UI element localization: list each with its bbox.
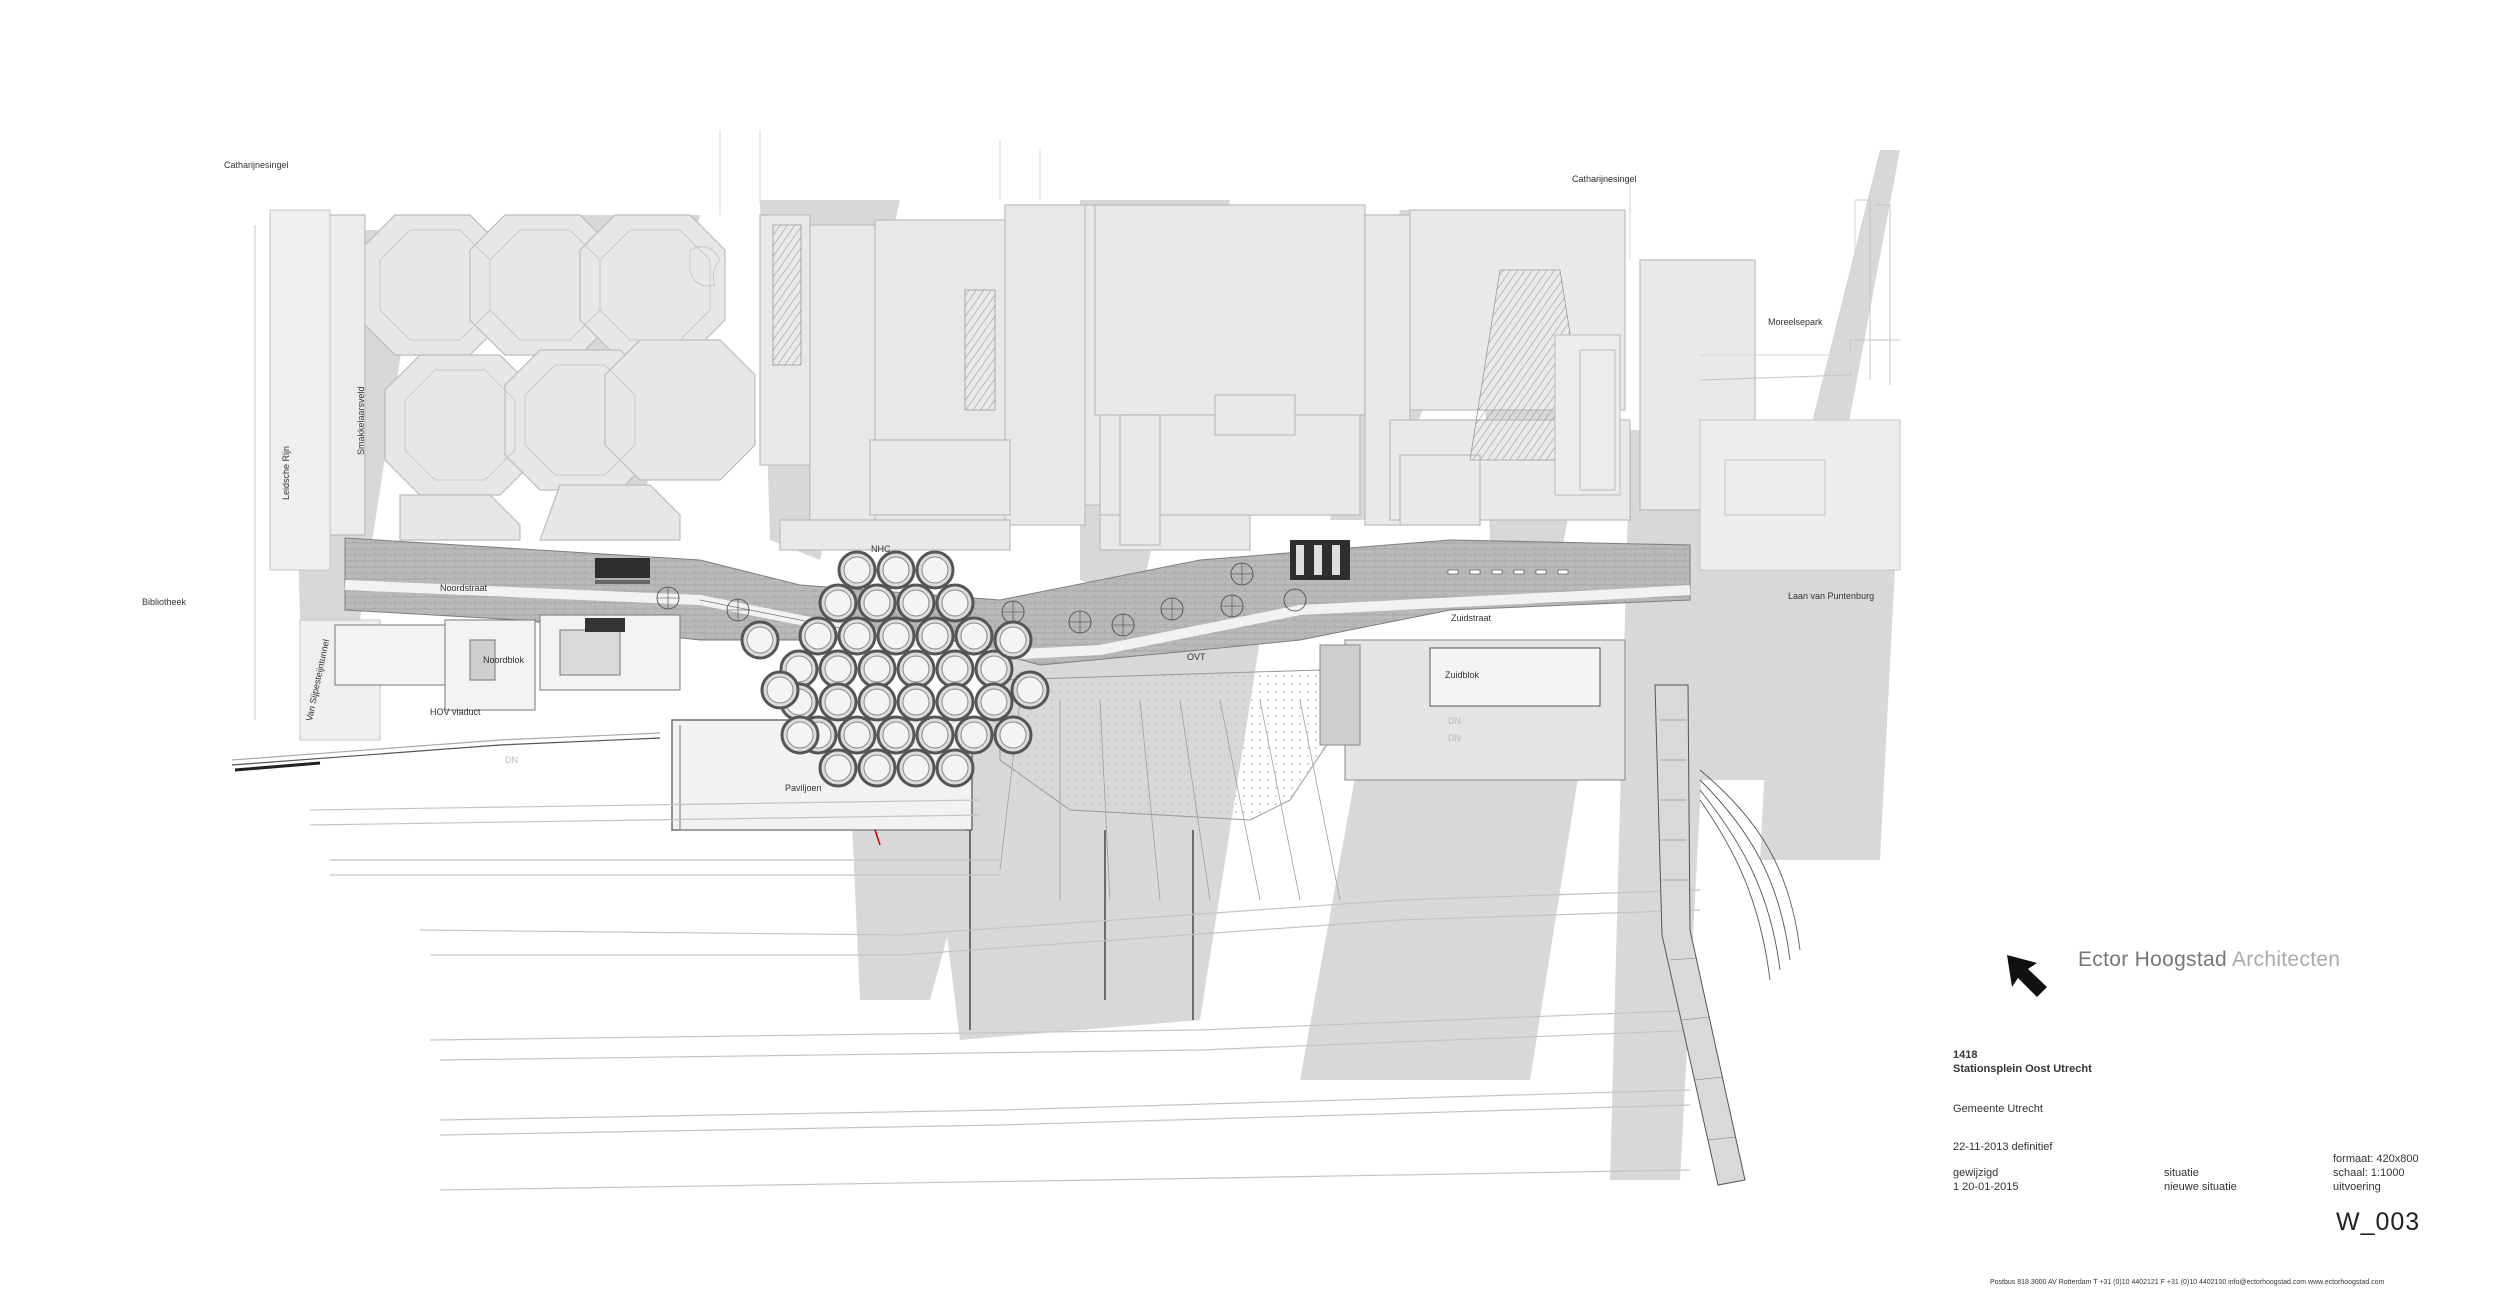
canopy-ring-inner	[824, 688, 852, 716]
building-block-right	[1094, 204, 1756, 546]
client-name: Gemeente Utrecht	[1953, 1103, 2043, 1115]
revision-entry: 1 20-01-2015	[1953, 1181, 2019, 1193]
label-catharijnesingel-left: Catharijnesingel	[224, 160, 289, 170]
canopy-ring-inner	[941, 754, 969, 782]
noordblok-building	[334, 614, 681, 711]
canopy-ring-inner	[921, 622, 949, 650]
canopy-ring-inner	[882, 622, 910, 650]
label-smakkelaarsveld: Smakkelaarsveld	[356, 386, 366, 455]
scale-info: schaal: 1:1000	[2333, 1167, 2405, 1179]
canopy-ring-inner	[824, 655, 852, 683]
label-moreelsepark: Moreelsepark	[1768, 317, 1823, 327]
sheet-number: W_003	[2336, 1208, 2421, 1236]
label-hov-viaduct: HOV viaduct	[430, 707, 481, 717]
canopy-ring-inner	[786, 721, 814, 749]
building-block-far-right	[1699, 199, 1901, 571]
canopy-ring-inner	[863, 754, 891, 782]
canopy-ring-inner	[824, 754, 852, 782]
label-zuidstraat: Zuidstraat	[1451, 613, 1492, 623]
label-dn-3: DN	[1448, 733, 1461, 743]
canopy-ring-inner	[863, 688, 891, 716]
label-paviljoen: Paviljoen	[785, 783, 822, 793]
context-lines	[719, 130, 1856, 390]
label-noordblok: Noordblok	[483, 655, 525, 665]
office-address: Postbus 818 3000 AV Rotterdam T +31 (0)1…	[1990, 1279, 2385, 1286]
label-nhc: NHC	[871, 544, 891, 554]
label-ovt: OVT	[1187, 652, 1206, 662]
canopy-ring-inner	[766, 676, 794, 704]
canopy-ring-inner	[804, 622, 832, 650]
canopy-ring-inner	[746, 626, 774, 654]
building-block-hoog-catharijne	[324, 214, 756, 541]
project-number: 1418	[1953, 1049, 1978, 1061]
canopy-ring-inner	[843, 622, 871, 650]
label-bibliotheek: Bibliotheek	[142, 597, 187, 607]
canopy-ring-inner	[1016, 676, 1044, 704]
north-arrow-icon	[1995, 945, 2055, 1005]
canopy-ring-inner	[902, 655, 930, 683]
canopy-ring-inner	[960, 622, 988, 650]
revision-label: gewijzigd	[1953, 1167, 1999, 1179]
canopy-blocks	[585, 540, 1350, 632]
tram-bridge	[1654, 684, 1746, 1186]
canopy-ring-inner	[960, 721, 988, 749]
canopy-ring-inner	[980, 655, 1008, 683]
project-name: Stationsplein Oost Utrecht	[1953, 1063, 2092, 1075]
canopy-ring-inner	[863, 589, 891, 617]
drawing-description: nieuwe situatie	[2164, 1181, 2237, 1193]
phase-info: uitvoering	[2333, 1181, 2381, 1193]
canopy-ring-inner	[902, 754, 930, 782]
rail-platforms	[309, 799, 1701, 1191]
track-curve	[1699, 769, 1801, 981]
canopy-ring-inner	[863, 655, 891, 683]
canopy-ring-inner	[921, 721, 949, 749]
canopy-ring-inner	[941, 589, 969, 617]
date-status: 22-11-2013 definitief	[1953, 1141, 2053, 1153]
brand-name: Ector Hoogstad Architecten	[2078, 948, 2341, 971]
zuidblok-building	[1319, 639, 1626, 781]
canopy-ring-inner	[941, 655, 969, 683]
format-info: formaat: 420x800	[2333, 1153, 2419, 1165]
canopy-ring-inner	[980, 688, 1008, 716]
canopy-ring-inner	[902, 589, 930, 617]
canopy-ring-inner	[941, 688, 969, 716]
canopy-ring-inner	[882, 721, 910, 749]
bench-row	[1447, 569, 1569, 575]
label-laan-van-puntenburg: Laan van Puntenburg	[1788, 591, 1875, 601]
label-zuidblok: Zuidblok	[1445, 670, 1480, 680]
hov-viaduct	[231, 732, 661, 772]
canopy-ring-inner	[824, 589, 852, 617]
canopy-ring-inner	[921, 556, 949, 584]
drawing-type: situatie	[2164, 1167, 2199, 1179]
label-dn-1: DN	[505, 755, 518, 765]
canopy-ring-inner	[902, 688, 930, 716]
label-dn-2: DN	[1448, 716, 1461, 726]
circle-canopy-cluster	[740, 550, 1050, 788]
canopy-ring-inner	[843, 721, 871, 749]
label-leidsche-rijn: Leidsche Rijn	[281, 445, 291, 500]
canopy-ring-inner	[882, 556, 910, 584]
canopy-ring-inner	[999, 626, 1027, 654]
label-noordstraat: Noordstraat	[440, 583, 488, 593]
canopy-ring-inner	[999, 721, 1027, 749]
canopy-ring-inner	[843, 556, 871, 584]
label-catharijnesingel-right: Catharijnesingel	[1572, 174, 1637, 184]
